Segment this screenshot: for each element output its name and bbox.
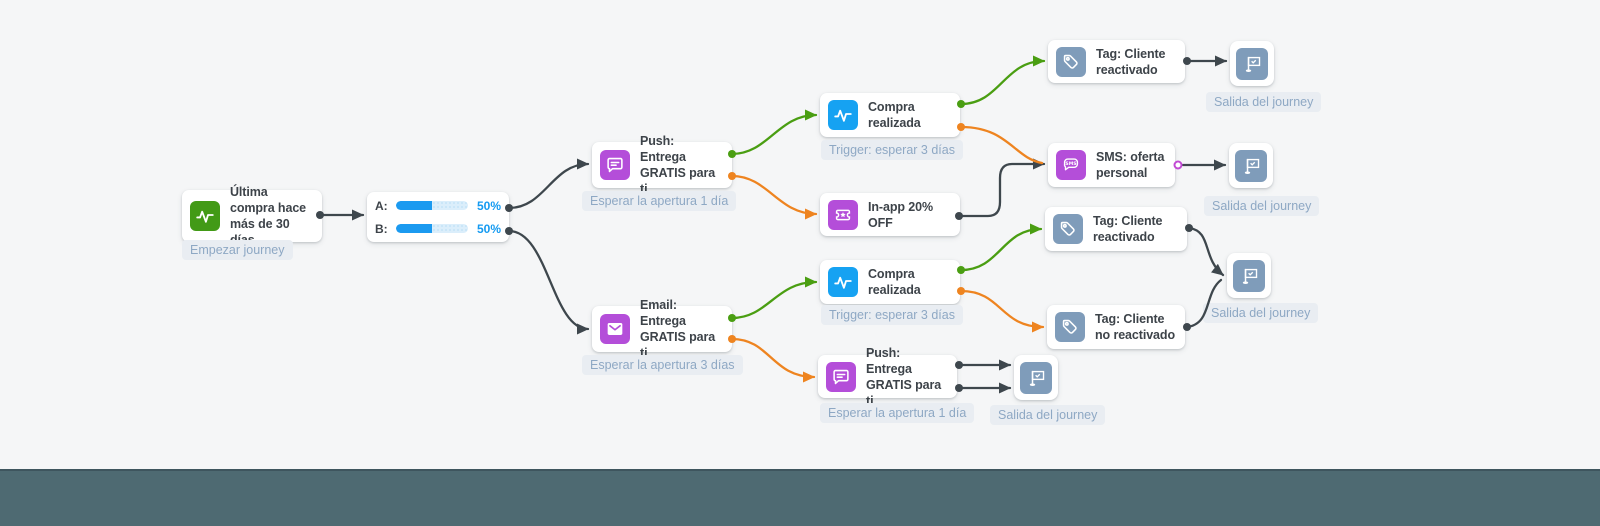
flag-icon — [1020, 361, 1052, 394]
variant-b-row: B: 50% — [375, 221, 501, 237]
node-exit-1[interactable] — [1230, 41, 1274, 86]
node-ab-split[interactable]: A: 50% B: 50% — [367, 192, 509, 242]
ab-split-rows: A: 50% B: 50% — [375, 198, 501, 237]
variant-b-label: B: — [375, 221, 388, 236]
bottom-bar — [0, 469, 1600, 526]
node-title: Tag: Cliente reactivado — [1096, 46, 1166, 77]
exit-label: Salida del journey — [1204, 196, 1320, 217]
activity-pulse-icon — [190, 201, 220, 231]
node-exit-4[interactable] — [1014, 355, 1058, 400]
variant-b-progressbar — [395, 224, 468, 233]
node-exit-3[interactable] — [1227, 253, 1271, 298]
node-inapp-offer[interactable]: In-app 20% OFF — [820, 193, 960, 236]
node-tag-reactivated-1[interactable]: Tag: Cliente reactivado — [1048, 40, 1185, 83]
node-title: Compra realizada — [868, 267, 921, 297]
node-tag-not-reactivated[interactable]: Tag: Cliente no reactivado — [1047, 305, 1185, 349]
trigger-wait-label: Trigger: esperar 3 días — [821, 140, 963, 161]
variant-b-percent: 50% — [476, 221, 501, 236]
variant-a-progress-fill — [395, 201, 432, 210]
node-title: Compra realizada — [868, 100, 921, 130]
variant-a-row: A: 50% — [375, 198, 501, 214]
variant-a-percent: 50% — [476, 198, 501, 213]
tag-icon — [1053, 214, 1083, 244]
sms-bubble-icon: SMS — [1056, 150, 1086, 180]
svg-text:SMS: SMS — [1065, 161, 1076, 167]
exit-label: Salida del journey — [1206, 92, 1322, 113]
node-title: Tag: Cliente no reactivado — [1095, 312, 1175, 342]
push-notification-icon — [826, 361, 856, 392]
node-title: SMS: oferta personal — [1096, 150, 1165, 180]
node-title: Push: Entrega GRATIS para ti — [866, 345, 942, 408]
activity-pulse-icon — [828, 267, 858, 297]
node-sms-offer[interactable]: SMS SMS: oferta personal — [1048, 143, 1175, 187]
variant-b-progress-fill — [395, 224, 432, 233]
node-push-1[interactable]: Push: Entrega GRATIS para ti — [592, 134, 732, 196]
wait-label: Esperar la apertura 3 días — [582, 355, 743, 376]
node-email[interactable]: Email: Entrega GRATIS para ti — [592, 298, 732, 360]
wait-label: Esperar la apertura 1 día — [820, 403, 975, 424]
ticket-icon — [828, 199, 858, 230]
node-title: Push: Entrega GRATIS para ti — [640, 134, 716, 196]
variant-a-progressbar — [395, 201, 468, 210]
variant-a-label: A: — [375, 198, 388, 213]
node-trigger-purchase-1[interactable]: Compra realizada — [820, 93, 960, 137]
node-trigger-purchase-2[interactable]: Compra realizada — [820, 260, 960, 304]
flag-icon — [1233, 259, 1265, 292]
flag-icon — [1236, 47, 1268, 80]
node-title: Última compra hace más de 30 días — [230, 185, 307, 247]
start-label: Empezar journey — [182, 240, 293, 261]
email-icon — [600, 314, 630, 344]
push-notification-icon — [600, 150, 630, 180]
activity-pulse-icon — [828, 100, 858, 130]
flag-icon — [1235, 149, 1267, 182]
node-exit-2[interactable] — [1229, 143, 1273, 188]
tag-icon — [1055, 312, 1085, 342]
trigger-wait-label: Trigger: esperar 3 días — [821, 305, 963, 326]
node-title: In-app 20% OFF — [868, 199, 933, 230]
wait-label: Esperar la apertura 1 día — [582, 191, 737, 212]
node-title: Email: Entrega GRATIS para ti — [640, 298, 716, 360]
node-tag-reactivated-2[interactable]: Tag: Cliente reactivado — [1045, 207, 1187, 251]
node-title: Tag: Cliente reactivado — [1093, 214, 1163, 244]
exit-label: Salida del journey — [990, 405, 1106, 426]
node-start-trigger[interactable]: Última compra hace más de 30 días — [182, 185, 322, 247]
tag-icon — [1056, 46, 1086, 77]
exit-label: Salida del journey — [1203, 303, 1319, 324]
node-push-2[interactable]: Push: Entrega GRATIS para ti — [818, 346, 957, 408]
